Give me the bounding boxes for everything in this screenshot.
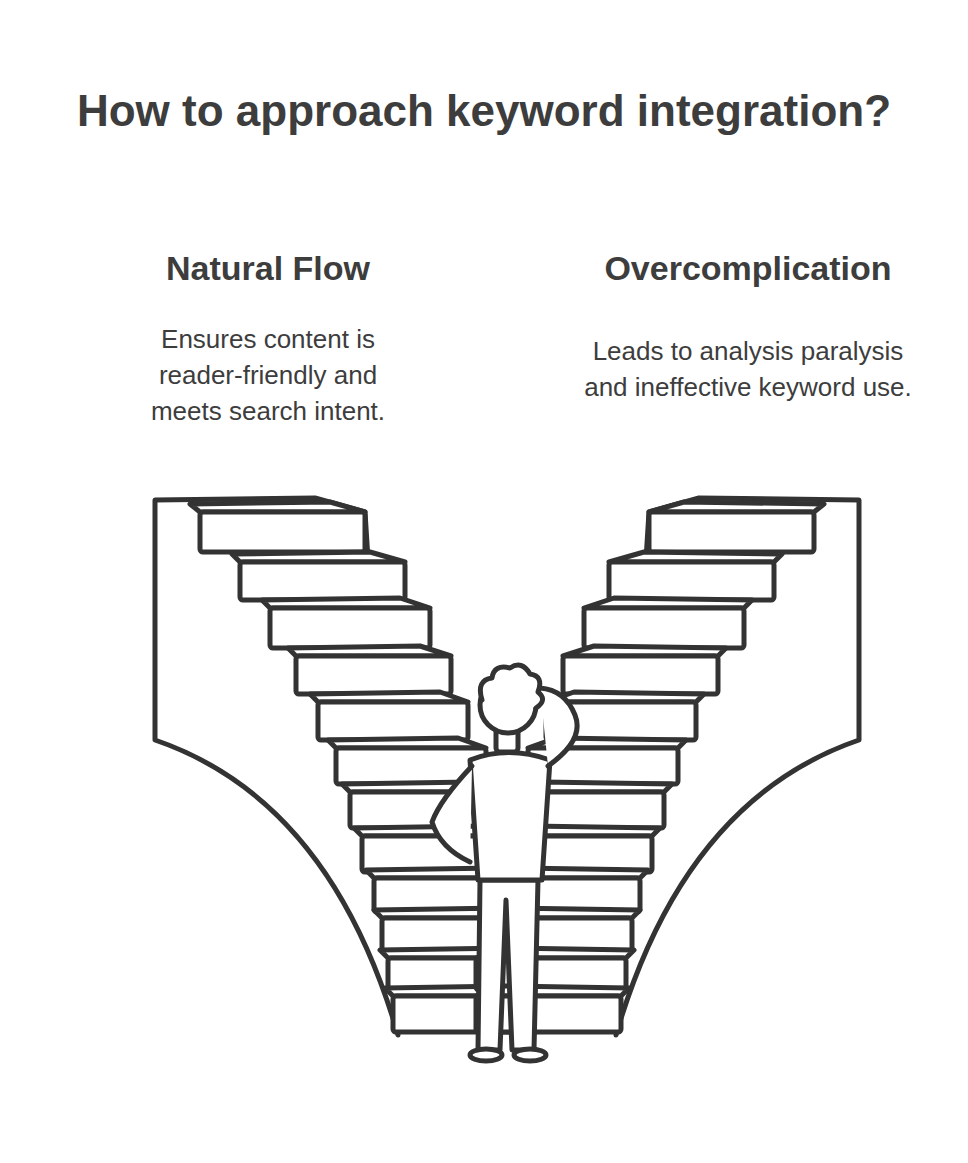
diagram-title: How to approach keyword integration?: [0, 84, 968, 138]
option-description: Ensures content is reader-friendly and m…: [123, 321, 413, 429]
thinking-person: [432, 665, 577, 1061]
option-heading: Overcomplication: [583, 248, 913, 288]
option-description: Leads to analysis paralysis and ineffect…: [573, 333, 923, 405]
option-heading: Natural Flow: [118, 248, 418, 288]
